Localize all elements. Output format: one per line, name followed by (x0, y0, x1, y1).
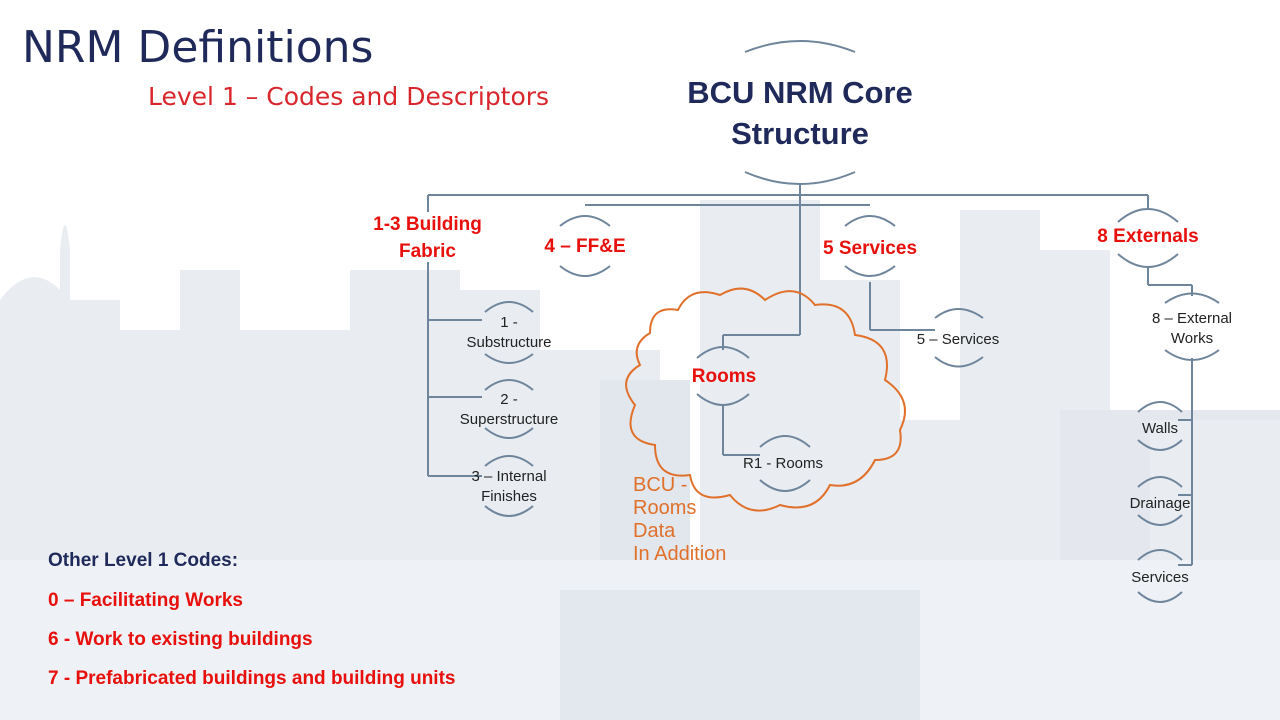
walls-node: Walls (1141, 420, 1179, 437)
cloud-note-line3: Data (633, 520, 676, 542)
core-label-line1: BCU NRM Core (687, 75, 913, 110)
r1-rooms-node: R1 - Rooms (742, 455, 824, 472)
services-sub-node: 5 – Services (916, 331, 1000, 348)
page-title: NRM Definitions (22, 22, 374, 73)
cloud-note-line1: BCU - (633, 474, 688, 496)
internal-finishes-node: 3 – Internal Finishes (449, 467, 569, 507)
substructure-node: 1 - Substructure (449, 313, 569, 353)
core-label-line2: Structure (731, 116, 869, 151)
rooms-cloud (625, 287, 906, 512)
other-codes-heading: Other Level 1 Codes: (48, 550, 239, 571)
substructure-line2: Substructure (466, 334, 552, 351)
page-subtitle: Level 1 – Codes and Descriptors (148, 82, 550, 111)
internal-finishes-line1: 3 – Internal (471, 468, 547, 485)
external-works-line1: 8 – External (1151, 310, 1233, 327)
core-bottom-arc (744, 171, 856, 185)
ffe-node: 4 – FF&E (544, 236, 626, 257)
internal-finishes-line2: Finishes (481, 488, 537, 505)
cloud-note-line2: Rooms (633, 497, 697, 519)
substructure-line1: 1 - (500, 314, 518, 331)
drainage-node: Drainage (1129, 495, 1191, 512)
external-works-node: 8 – External Works (1137, 309, 1247, 349)
core-top-arc (744, 40, 856, 53)
cloud-note-line4: In Addition (633, 543, 727, 565)
other-code-item: 7 - Prefabricated buildings and building… (48, 668, 456, 689)
building-fabric-node: 1-3 Building Fabric (355, 211, 500, 265)
external-works-line2: Works (1170, 330, 1214, 347)
superstructure-node: 2 - Superstructure (444, 390, 574, 430)
external-services-node: Services (1131, 569, 1189, 586)
core-structure-label: BCU NRM Core Structure (660, 72, 940, 154)
externals-node: 8 Externals (1097, 226, 1199, 247)
other-code-item: 0 – Facilitating Works (48, 590, 243, 611)
building-fabric-line1: 1-3 Building (373, 214, 482, 235)
rooms-node: Rooms (691, 366, 757, 387)
cloud-note: BCU - Rooms Data In Addition (633, 474, 726, 566)
superstructure-line2: Superstructure (459, 411, 559, 428)
superstructure-line1: 2 - (500, 391, 518, 408)
services-node: 5 Services (822, 238, 918, 259)
building-fabric-line2: Fabric (398, 241, 457, 262)
other-code-item: 6 - Work to existing buildings (48, 629, 313, 650)
